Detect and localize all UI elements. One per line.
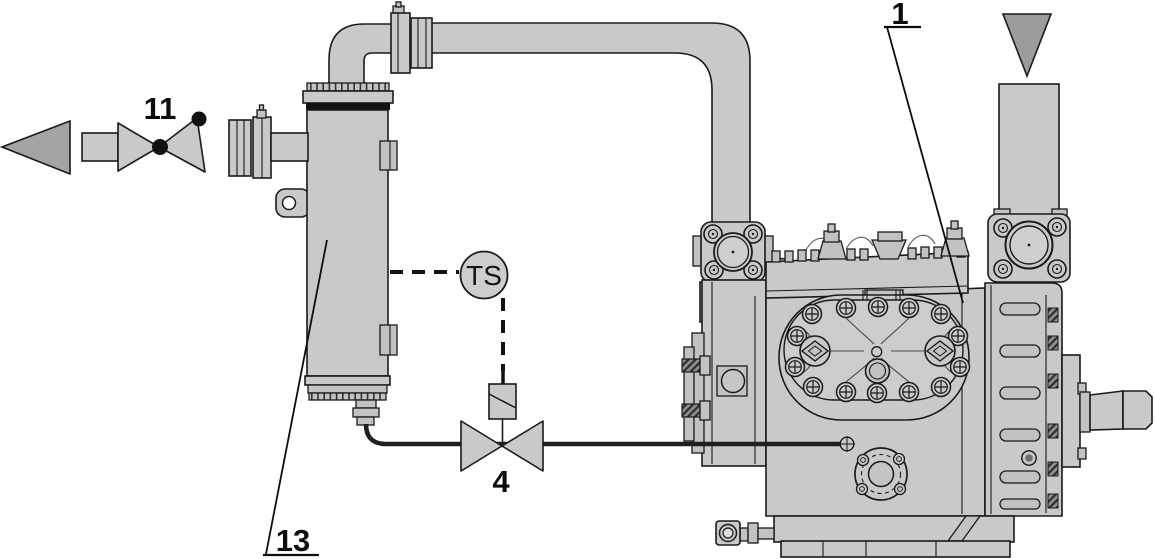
callout-compressor: 1 [891, 0, 908, 31]
pipe-segment [270, 132, 309, 162]
gasket-band [306, 103, 390, 110]
flow-arrow-left-icon [0, 119, 71, 176]
discharge-flange-block [692, 221, 774, 283]
bottom-fitting [352, 399, 380, 426]
bottom-band [307, 384, 388, 394]
valve-body-right [501, 420, 544, 472]
lug-hole [281, 195, 297, 211]
base-feet [773, 515, 1015, 558]
head-post-left [817, 223, 847, 260]
vessel-shell [306, 109, 389, 377]
inlet-line [0, 104, 309, 179]
valve-plate-top [765, 220, 970, 299]
suction-line [987, 13, 1071, 283]
suction-flange-block [987, 208, 1071, 283]
small-port [871, 346, 883, 358]
shaft-key-end [1122, 390, 1153, 430]
compressor [681, 220, 1153, 558]
callouts: 11 1 13 4 [144, 0, 964, 558]
shaft-end [1061, 354, 1153, 468]
callout-compressor-leader [886, 26, 964, 304]
oil-drain-valve [715, 520, 775, 546]
unloader-knob [720, 368, 746, 394]
motor-housing [984, 282, 1063, 517]
instrument-tag: TS [466, 260, 502, 291]
plug-diamond-left [799, 335, 831, 367]
elbow-pipe [328, 23, 397, 92]
cylinder-head-cover [778, 290, 971, 421]
valve-stem-ball [191, 111, 207, 127]
oil-sight-glass [854, 447, 908, 501]
temperature-switch-circuit: TS [390, 250, 509, 371]
overhead-pipe [427, 22, 751, 224]
callout-shutoff-valve: 11 [144, 91, 177, 126]
bottom-flange [304, 375, 391, 386]
oil-solenoid-valve [460, 371, 544, 472]
drive-shaft [1089, 390, 1124, 431]
temperature-switch [459, 250, 509, 300]
discharge-pipe [320, 1, 774, 283]
unloader-assembly [681, 279, 767, 467]
callout-oil-cooler: 13 [276, 523, 310, 558]
stud-lower [681, 403, 703, 418]
bottom-bolt-ring [308, 392, 387, 401]
flow-arrow-down-icon [1001, 13, 1053, 79]
inlet-flange-pair [228, 104, 272, 179]
stud-upper [681, 358, 703, 373]
suction-pipe [998, 83, 1060, 217]
top-flange [302, 90, 394, 104]
side-bracket-upper [379, 140, 398, 171]
callout-solenoid-valve: 4 [492, 464, 510, 499]
callout-oil-cooler-leader [265, 239, 328, 555]
oil-line [363, 423, 855, 452]
pipe-flange-pair [390, 1, 433, 74]
oil-cooler-vessel [275, 82, 398, 426]
valve-center [152, 139, 168, 155]
valve-body-left [460, 420, 503, 472]
pipe-segment [81, 132, 119, 162]
plug-diamond-right [924, 335, 956, 367]
side-bracket-lower [379, 324, 398, 356]
shutoff-valve [117, 111, 207, 173]
